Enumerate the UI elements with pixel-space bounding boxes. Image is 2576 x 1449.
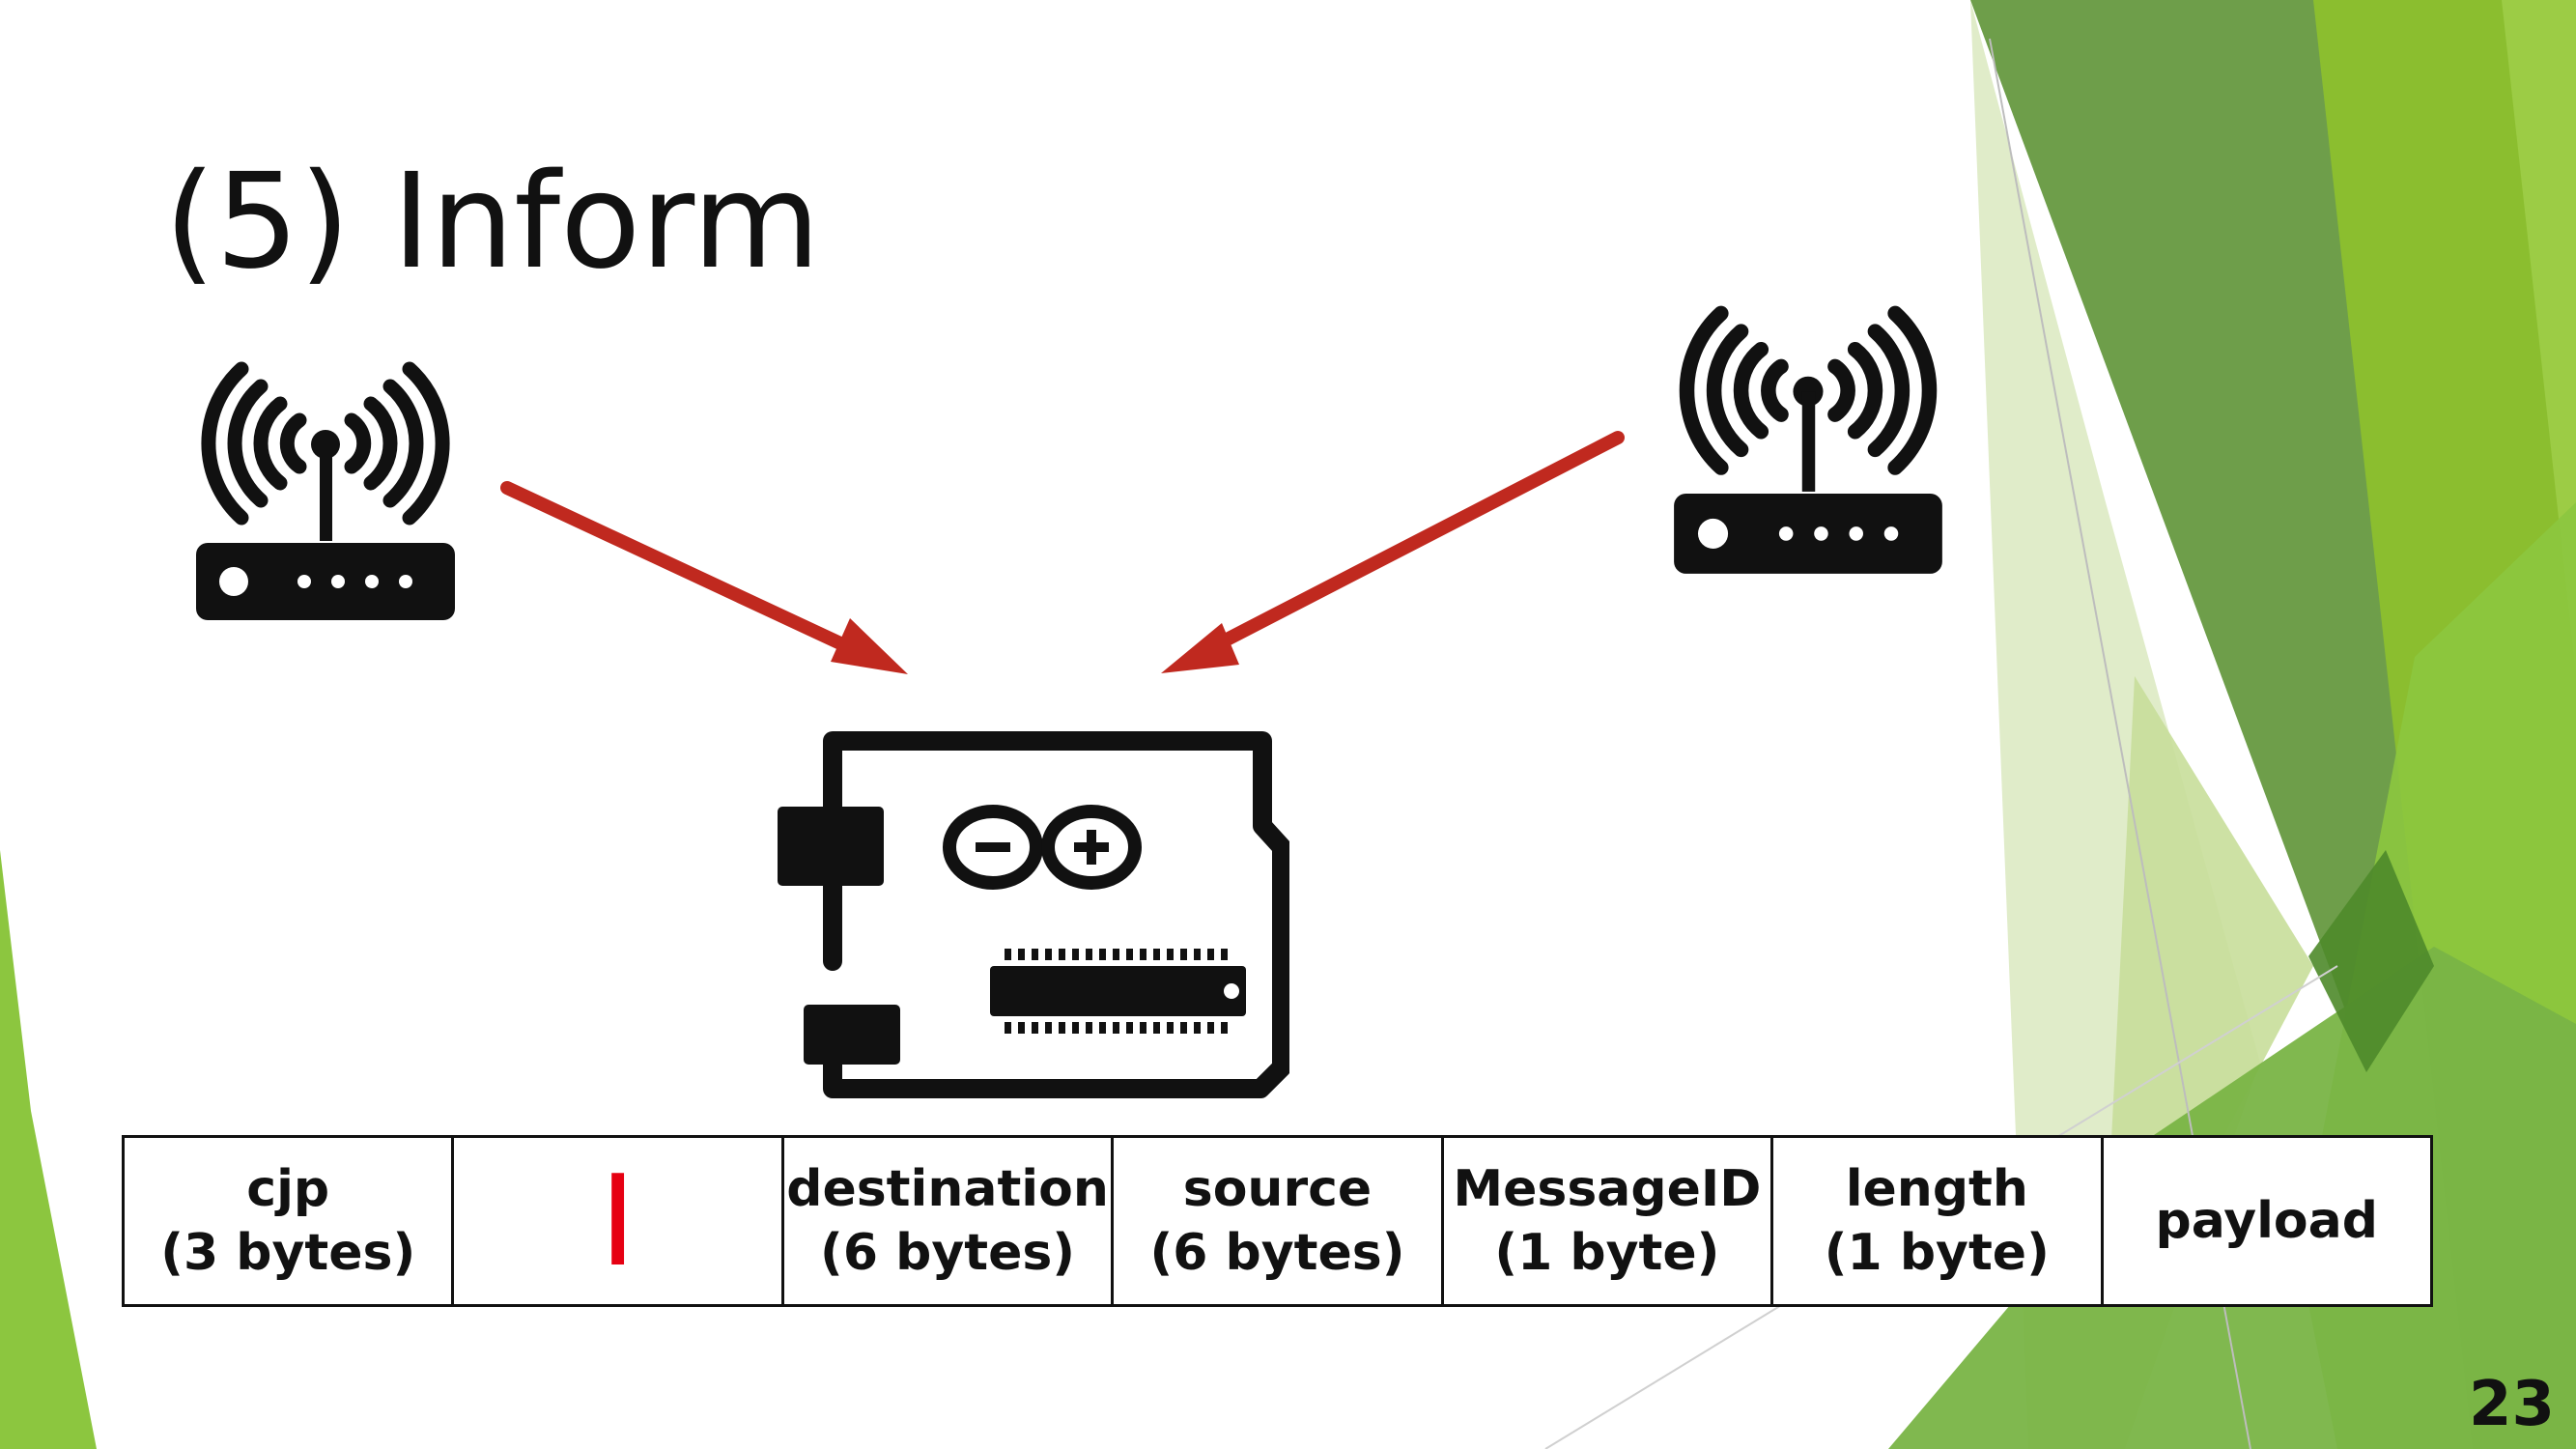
field-size: (6 bytes): [820, 1224, 1076, 1282]
wifi-router-icon: [1674, 305, 1942, 574]
red-arrow-icon: [1161, 431, 1625, 673]
arduino-board-icon: [778, 731, 1289, 1098]
packet-format-table: cjp (3 bytes) I destination (6 bytes) so…: [122, 1135, 2433, 1307]
packet-field-payload: payload: [2104, 1138, 2430, 1304]
bg-shape-dark-green: [1970, 0, 2434, 1072]
packet-field-cjp: cjp (3 bytes): [125, 1138, 455, 1304]
field-size: (1 byte): [1824, 1224, 2050, 1282]
page-title: (5) Inform: [164, 146, 821, 298]
packet-field-length: length (1 byte): [1773, 1138, 2104, 1304]
field-size: (3 bytes): [160, 1224, 416, 1282]
bg-shape-left-green: [0, 850, 97, 1449]
field-name: payload: [2155, 1192, 2378, 1250]
field-name: source: [1182, 1160, 1373, 1218]
packet-field-source: source (6 bytes): [1114, 1138, 1444, 1304]
wifi-router-icon: [196, 361, 455, 620]
field-name: destination: [786, 1160, 1109, 1218]
bg-shape-green-edge: [2502, 0, 2576, 676]
packet-field-destination: destination (6 bytes): [784, 1138, 1115, 1304]
field-size: (6 bytes): [1149, 1224, 1405, 1282]
page-number: 23: [2468, 1369, 2555, 1440]
packet-field-messageid: MessageID (1 byte): [1444, 1138, 1774, 1304]
field-marker: I: [599, 1148, 637, 1294]
field-name: cjp: [246, 1160, 330, 1218]
field-name: length: [1845, 1160, 2028, 1218]
field-size: (1 byte): [1494, 1224, 1720, 1282]
field-name: MessageID: [1453, 1160, 1762, 1218]
packet-field-marker: I: [454, 1138, 784, 1304]
red-arrow-icon: [500, 481, 908, 674]
bg-shape-deep-green: [2308, 850, 2434, 1072]
bg-shape-pale-green: [2110, 676, 2313, 1159]
